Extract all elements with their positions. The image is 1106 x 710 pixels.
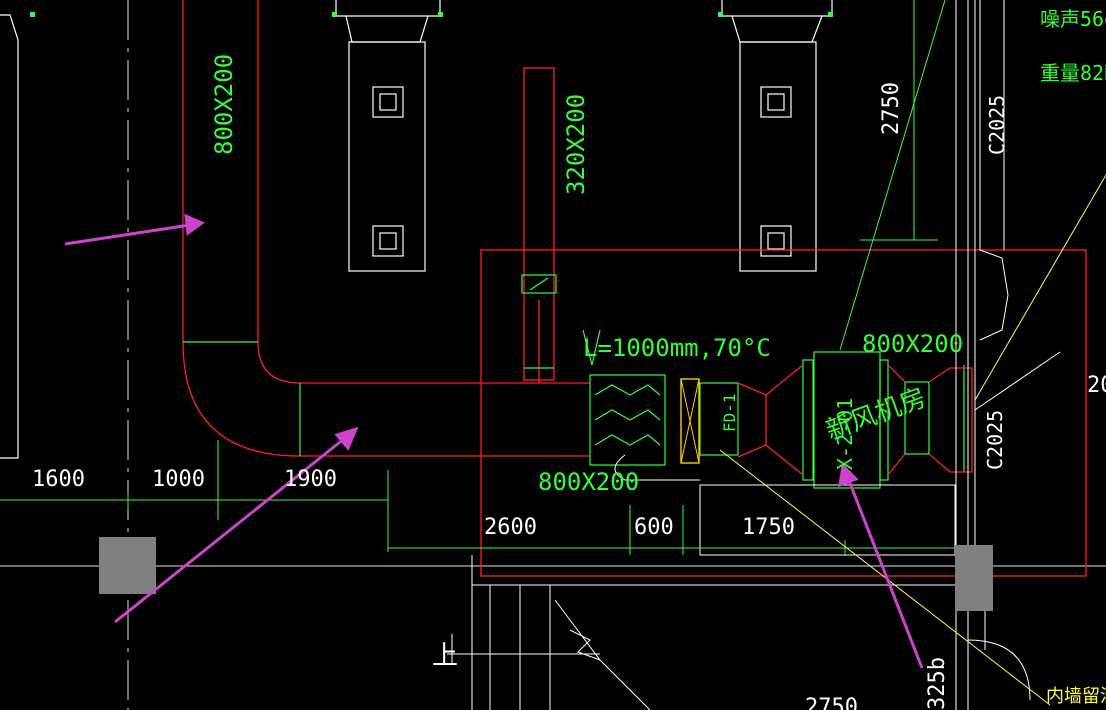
dimension-lines xyxy=(0,0,960,556)
arrow-1-head xyxy=(184,213,206,236)
arrow-3-head xyxy=(838,462,859,488)
duct-size-right: 800X200 xyxy=(862,330,963,358)
damper-note: L=1000mm,70°C xyxy=(583,334,771,362)
pointer-arrows xyxy=(64,213,924,669)
arrow-3 xyxy=(846,477,924,669)
duct-size-bottom: 800X200 xyxy=(538,468,639,496)
right-edge-number: 20 xyxy=(1087,373,1106,398)
dim-600: 600 xyxy=(634,515,674,540)
duct-fittings xyxy=(183,274,965,489)
diffuser-right xyxy=(721,0,833,272)
fire-damper-cross xyxy=(680,378,700,464)
elevation-2750: 2750 xyxy=(879,82,904,135)
weight-label: 重量82KG xyxy=(1040,61,1106,85)
column-left xyxy=(99,537,156,594)
bottom-number: 325b xyxy=(925,657,950,710)
duct-size-branch: 320X200 xyxy=(562,94,590,195)
arrow-2 xyxy=(114,436,346,624)
left-wall-block xyxy=(0,14,19,459)
fan-duct-transitions xyxy=(737,364,973,476)
dim-1600: 1600 xyxy=(32,467,85,492)
bottom-mid-number: 2750 xyxy=(805,695,858,710)
dim-1000: 1000 xyxy=(152,467,205,492)
column-right xyxy=(955,545,993,611)
door-tag-mid: C2025 xyxy=(983,410,1007,470)
arrow-1 xyxy=(64,223,191,246)
unit-code: X-2-01 xyxy=(833,398,857,470)
dim-2600: 2600 xyxy=(484,515,537,540)
dim-1900: 1900 xyxy=(284,467,337,492)
stair-lines xyxy=(447,555,960,710)
noise-label: 噪声56dB( xyxy=(1040,7,1106,31)
fire-damper xyxy=(680,378,700,464)
duct-size-main: 800X200 xyxy=(210,54,238,155)
stair-up-label: 上 xyxy=(432,641,458,671)
diffuser-left xyxy=(335,0,441,272)
door-tag-top: C2025 xyxy=(985,95,1009,155)
supply-duct xyxy=(182,0,1087,577)
wall-opening-note: 内墙留洞 xyxy=(1046,686,1106,707)
dim-1750: 1750 xyxy=(742,515,795,540)
guide-lines xyxy=(719,0,1106,706)
diffuser-corner-marks xyxy=(30,12,833,17)
arrow-2-head xyxy=(334,426,359,451)
fire-damper-tag: FD-1 xyxy=(720,393,739,432)
